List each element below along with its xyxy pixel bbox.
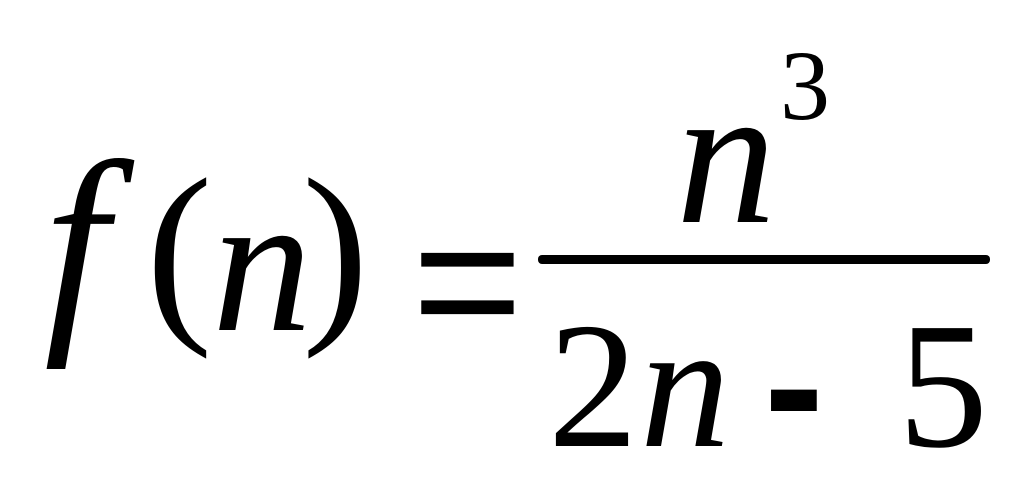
fraction-bar xyxy=(538,255,990,264)
numerator-exponent: 3 xyxy=(780,30,830,141)
denominator-variable: n xyxy=(640,286,730,485)
open-paren: ( xyxy=(146,139,213,360)
minus-sign: - xyxy=(764,285,824,486)
function-name: f xyxy=(44,115,108,370)
function-argument: n xyxy=(212,153,312,374)
equals-sign: = xyxy=(412,175,523,387)
denominator-coefficient: 2 xyxy=(548,286,638,485)
numerator-base: n xyxy=(676,45,776,266)
close-paren: ) xyxy=(302,139,369,360)
denominator-constant: 5 xyxy=(898,286,988,485)
